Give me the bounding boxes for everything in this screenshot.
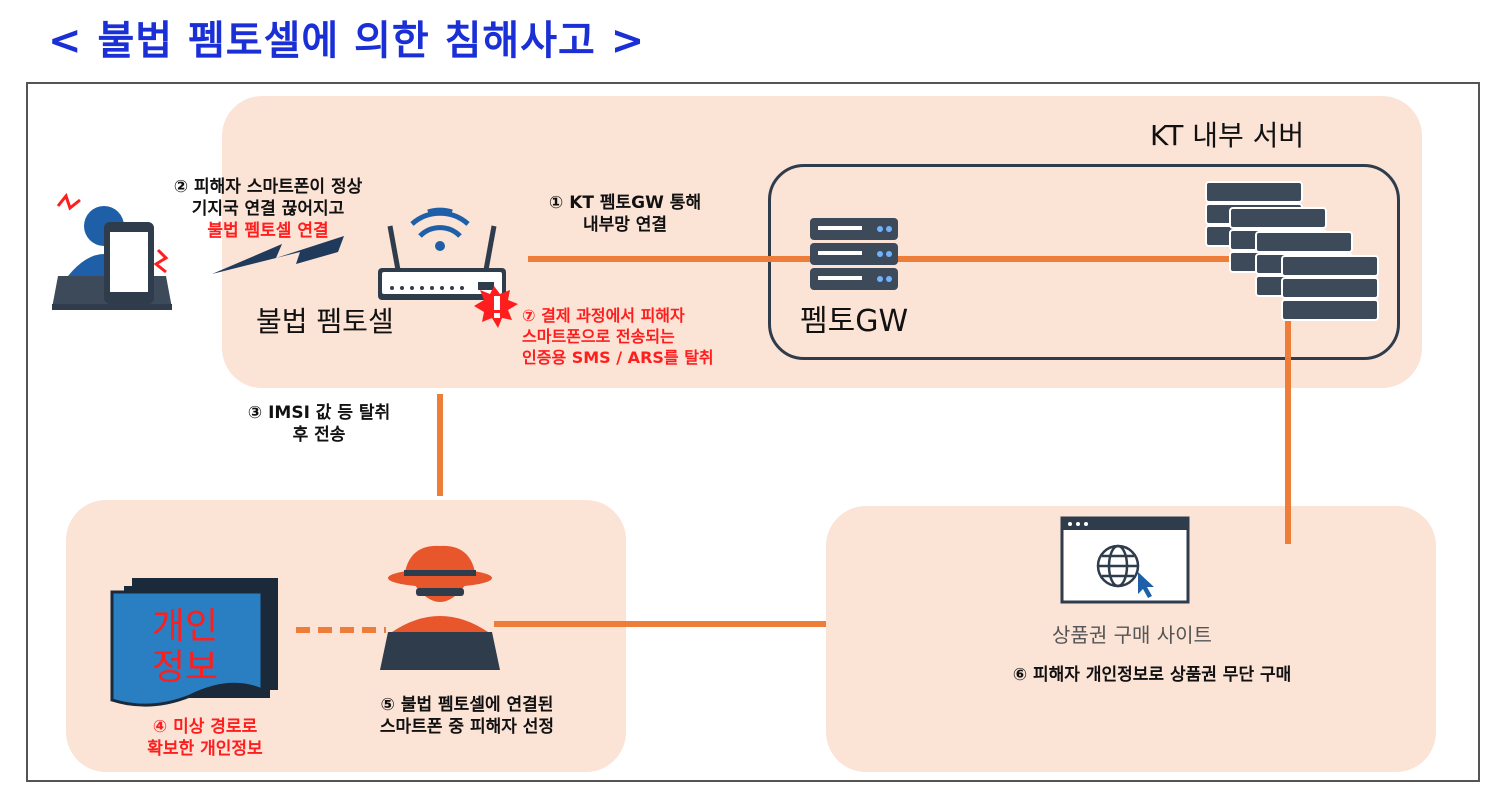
step1-line2: 내부망 연결	[582, 215, 668, 236]
web-browser-icon	[1060, 516, 1190, 604]
page-title: < 불법 펨토셀에 의한 침해사고 >	[48, 18, 646, 64]
warning-icon	[474, 286, 518, 328]
femto-gw-label: 펨토GW	[800, 304, 909, 339]
step2-line3: 불법 펨토셀 연결	[207, 221, 329, 242]
hacker-icon	[380, 545, 500, 670]
step2-text: ② 피해자 스마트폰이 정상 기지국 연결 끊어지고 불법 펨토셀 연결	[128, 176, 408, 242]
signal-bolt-icon	[212, 236, 344, 274]
document-icon	[110, 578, 278, 707]
femtocell-label: 불법 펨토셀	[256, 305, 394, 338]
step7-text: ⑦ 결제 과정에서 피해자 스마트폰으로 전송되는 인증용 SMS / ARS를…	[522, 306, 788, 368]
step4-line1: ④ 미상 경로로	[152, 717, 258, 737]
diagram-frame	[26, 82, 1480, 782]
server-stack-icon	[1205, 181, 1379, 321]
step3-line1: ③ IMSI 값 등 탈취	[247, 403, 391, 423]
gift-card-site-label: 상품권 구매 사이트	[1052, 623, 1212, 647]
step7-line1: ⑦ 결제 과정에서 피해자	[522, 306, 685, 325]
step7-line2: 스마트폰으로 전송되는	[522, 326, 675, 346]
victim-phone-icon	[52, 192, 172, 310]
step5-text: ⑤ 불법 펨토셀에 연결된 스마트폰 중 피해자 선정	[326, 694, 608, 738]
step3-text: ③ IMSI 값 등 탈취 후 전송	[214, 402, 424, 446]
step4-line2: 확보한 개인정보	[147, 739, 263, 760]
wifi-router-icon	[378, 207, 506, 300]
step5-line1: ⑤ 불법 펨토셀에 연결된	[380, 695, 554, 715]
step2-line2: 기지국 연결 끊어지고	[191, 199, 345, 220]
step2-line1: ② 피해자 스마트폰이 정상	[173, 177, 363, 197]
step5-line2: 스마트폰 중 피해자 선정	[379, 717, 555, 738]
step3-line2: 후 전송	[292, 425, 346, 446]
step7-line3: 인증용 SMS / ARS를 탈취	[522, 347, 714, 367]
document-line1: 개인	[151, 606, 219, 647]
document-line2: 정보	[151, 647, 219, 689]
step4-text: ④ 미상 경로로 확보한 개인정보	[90, 716, 320, 760]
step6-text: ⑥ 피해자 개인정보로 상품권 무단 구매	[1012, 665, 1292, 685]
server-icon	[810, 218, 898, 290]
kt-server-label: KT 내부 서버	[1150, 119, 1305, 152]
document-text: 개인 정보	[120, 606, 250, 689]
step1-line1: ① KT 펨토GW 통해	[548, 193, 702, 213]
step1-text: ① KT 펨토GW 통해 내부망 연결	[520, 192, 730, 236]
